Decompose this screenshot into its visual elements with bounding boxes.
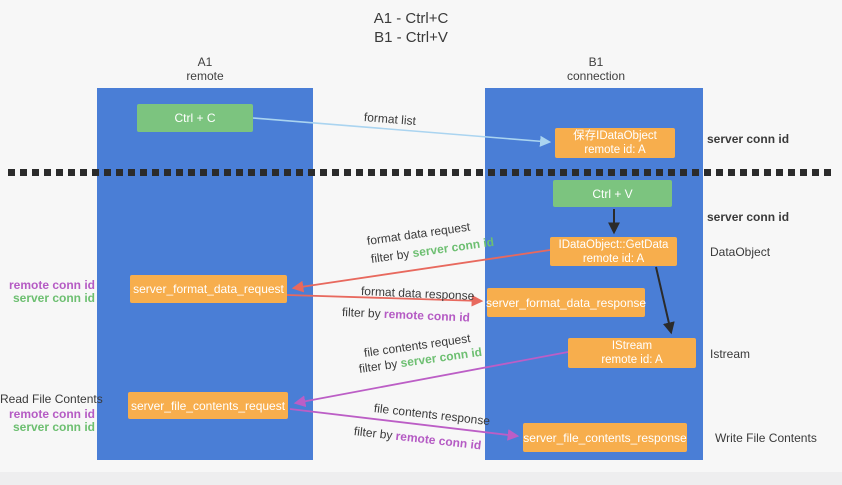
- page-title-line-1: A1 - Ctrl+C: [373, 10, 449, 27]
- node-format-request-label: server_format_data_request: [133, 282, 284, 296]
- label-filter-by-remote-2: filter by remote conn id: [353, 424, 482, 452]
- node-ctrl-v-label: Ctrl + V: [592, 186, 633, 201]
- label-dataobject: DataObject: [710, 245, 771, 259]
- label-read-file-contents: Read File Contents: [0, 392, 103, 406]
- node-ctrl-c-label: Ctrl + C: [174, 111, 216, 125]
- label-istream: Istream: [710, 347, 751, 361]
- label-format-list: format list: [363, 110, 417, 129]
- node-save-dataobject-line2: remote id: A: [584, 144, 646, 156]
- filter-by-text: filter by: [353, 424, 397, 443]
- node-getdata-line2: remote id: A: [582, 252, 645, 265]
- lifeline-left-header: A1 remote: [140, 55, 270, 83]
- filter-by-text: filter by: [370, 246, 414, 266]
- page-title: A1 - Ctrl+C B1 - Ctrl+V: [336, 9, 486, 47]
- node-istream: IStream remote id: A: [568, 338, 696, 368]
- node-file-response-label: server_file_contents_response: [523, 430, 687, 445]
- label-server-conn-id-top: server conn id: [707, 132, 790, 146]
- remote-conn-id-text: remote conn id: [8, 407, 95, 421]
- server-conn-id-text: server conn id: [12, 420, 95, 434]
- node-ctrl-c: Ctrl + C: [137, 104, 253, 132]
- remote-conn-id-text: remote conn id: [8, 278, 95, 292]
- node-format-response-label: server_format_data_response: [485, 295, 647, 310]
- lifeline-left-name: A1: [197, 55, 213, 69]
- node-getdata: IDataObject::GetData remote id: A: [550, 237, 677, 266]
- lifeline-right-name: B1: [588, 55, 604, 69]
- node-format-response: server_format_data_response: [485, 288, 647, 317]
- node-file-request: server_file_contents_request: [128, 392, 288, 419]
- remote-conn-id-text: remote conn id: [394, 428, 483, 453]
- node-ctrl-v: Ctrl + V: [553, 180, 672, 207]
- lifeline-left-role: remote: [186, 69, 224, 83]
- label-format-data-response: format data response: [360, 284, 475, 303]
- label-filter-by-remote-1: filter by remote conn id: [342, 305, 471, 325]
- label-file-contents-response: file contents response: [373, 401, 491, 429]
- node-getdata-line1: IDataObject::GetData: [558, 238, 669, 251]
- remote-conn-id-text: remote conn id: [383, 306, 471, 325]
- lifeline-right-role: connection: [566, 69, 626, 83]
- page-title-line-2: B1 - Ctrl+V: [374, 29, 448, 46]
- node-save-dataobject-line1: 保存IDataObject: [573, 130, 657, 142]
- node-istream-line1: IStream: [611, 340, 653, 352]
- server-conn-id-text: server conn id: [12, 291, 95, 305]
- node-save-dataobject: 保存IDataObject remote id: A: [555, 128, 675, 158]
- node-istream-line2: remote id: A: [601, 354, 663, 366]
- label-write-file-contents: Write File Contents: [715, 431, 817, 445]
- bottom-edge-strip: [0, 472, 842, 485]
- node-file-response: server_file_contents_response: [523, 423, 687, 452]
- lifeline-right-header: B1 connection: [531, 55, 661, 83]
- filter-by-text: filter by: [341, 305, 385, 321]
- node-file-request-label: server_file_contents_request: [130, 398, 286, 413]
- label-server-conn-id-mid: server conn id: [707, 210, 790, 224]
- label-left-conn-ids-format: remote conn id server conn id: [0, 279, 95, 305]
- node-format-request: server_format_data_request: [130, 275, 287, 303]
- separator-dotted-line: [8, 169, 836, 176]
- label-left-conn-ids-file: remote conn id server conn id: [0, 408, 95, 434]
